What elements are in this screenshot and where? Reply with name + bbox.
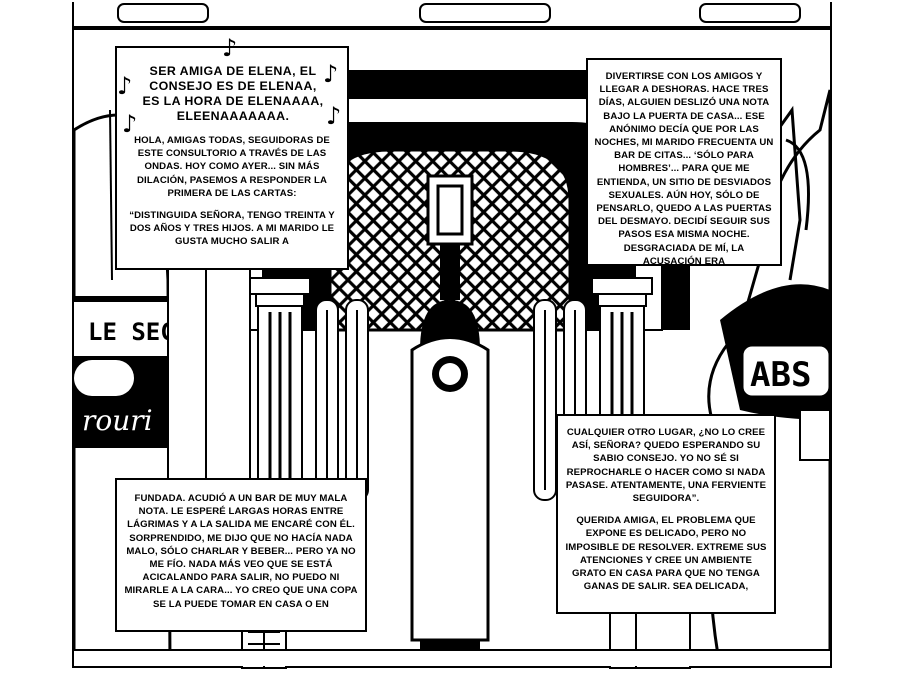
letter-middle-text: FUNDADA. ACUDIÓ A UN BAR DE MUY MALA NOT… xyxy=(124,493,358,610)
song-lyrics: SER AMIGA DE ELENA, EL CONSEJO ES DE ELE… xyxy=(142,64,324,123)
caption-bottom-left: FUNDADA. ACUDIÓ A UN BAR DE MUY MALA NOT… xyxy=(115,478,367,632)
caption-bottom-right: CUALQUIER OTRO LUGAR, ¿NO LO CREE ASÍ, S… xyxy=(556,414,776,614)
left-bottle-script: rouri xyxy=(82,404,153,437)
caption-top-right: DIVERTIRSE CON LOS AMIGOS Y LLEGAR A DES… xyxy=(586,58,782,267)
radio-intro-text: HOLA, AMIGAS TODAS, SEGUIDORAS DE ESTE C… xyxy=(134,135,330,199)
music-note-icon: ♪ xyxy=(117,72,133,100)
letter-continued-text: DIVERTIRSE CON LOS AMIGOS Y LLEGAR A DES… xyxy=(594,71,774,267)
music-note-icon: ♪ xyxy=(323,60,339,88)
music-note-icon: ♪ xyxy=(222,34,238,62)
music-note-icon: ♪ xyxy=(326,102,342,130)
caption-top-left: SER AMIGA DE ELENA, EL CONSEJO ES DE ELE… xyxy=(115,46,349,270)
host-reply-text: QUERIDA AMIGA, EL PROBLEMA QUE EXPONE ES… xyxy=(565,515,767,593)
letter-start-text: “DISTINGUIDA SEÑORA, TENGO TREINTA Y DOS… xyxy=(129,210,335,248)
letter-end-text: CUALQUIER OTRO LUGAR, ¿NO LO CREE ASÍ, S… xyxy=(565,427,767,505)
music-note-icon: ♪ xyxy=(122,110,138,138)
right-bottle-brand: ABS xyxy=(750,355,811,395)
right-bottle-label xyxy=(740,343,832,399)
